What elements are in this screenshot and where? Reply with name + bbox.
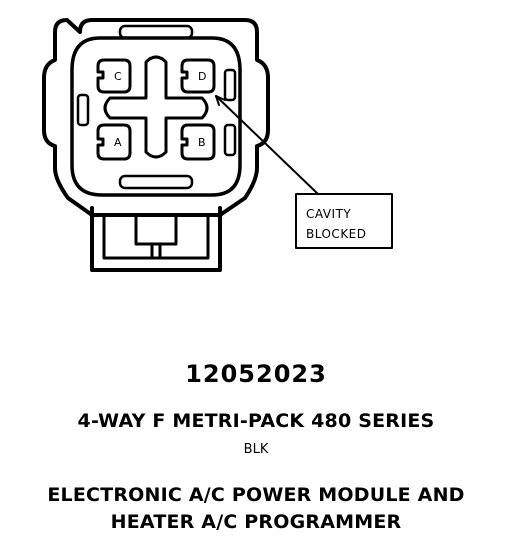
part-number: 12052023 <box>185 360 327 388</box>
bottom-latch-slot <box>118 174 194 190</box>
cavity-d-label: D <box>198 70 206 83</box>
cavity-a-label: A <box>114 136 122 149</box>
callout-box <box>295 193 393 249</box>
left-side-detent <box>76 93 90 127</box>
wire-lead-inner <box>102 214 210 260</box>
cavity-c-label: C <box>114 70 122 83</box>
lock-tab-stem <box>150 242 162 260</box>
right-side-detent-lower <box>223 123 237 157</box>
callout-arrowhead <box>215 95 226 106</box>
connector-inner-housing <box>70 36 242 197</box>
cavity-b-label: B <box>198 136 206 149</box>
connector-color: BLK <box>243 442 269 457</box>
right-side-detent <box>223 68 237 102</box>
cavity-a <box>96 123 132 161</box>
top-latch-slot <box>118 24 194 40</box>
application-line-2: HEATER A/C PROGRAMMER <box>110 511 402 533</box>
application-line-1: ELECTRONIC A/C POWER MODULE AND <box>47 484 465 506</box>
connector-series: 4-WAY F METRI-PACK 480 SERIES <box>77 410 435 432</box>
cavity-b <box>180 123 216 161</box>
callout-text-line-2: BLOCKED <box>306 227 367 241</box>
cavity-c <box>96 58 132 94</box>
lock-tab <box>134 214 178 246</box>
wire-lead-body <box>90 206 222 272</box>
cavity-d <box>180 58 216 94</box>
connector-outer-housing <box>42 18 270 217</box>
center-cross-divider <box>103 55 209 159</box>
callout-leader-line <box>215 95 319 195</box>
connector-face-diagram: C D A B CAVITY BLOCKED <box>42 18 393 272</box>
callout-text-line-1: CAVITY <box>306 207 351 221</box>
